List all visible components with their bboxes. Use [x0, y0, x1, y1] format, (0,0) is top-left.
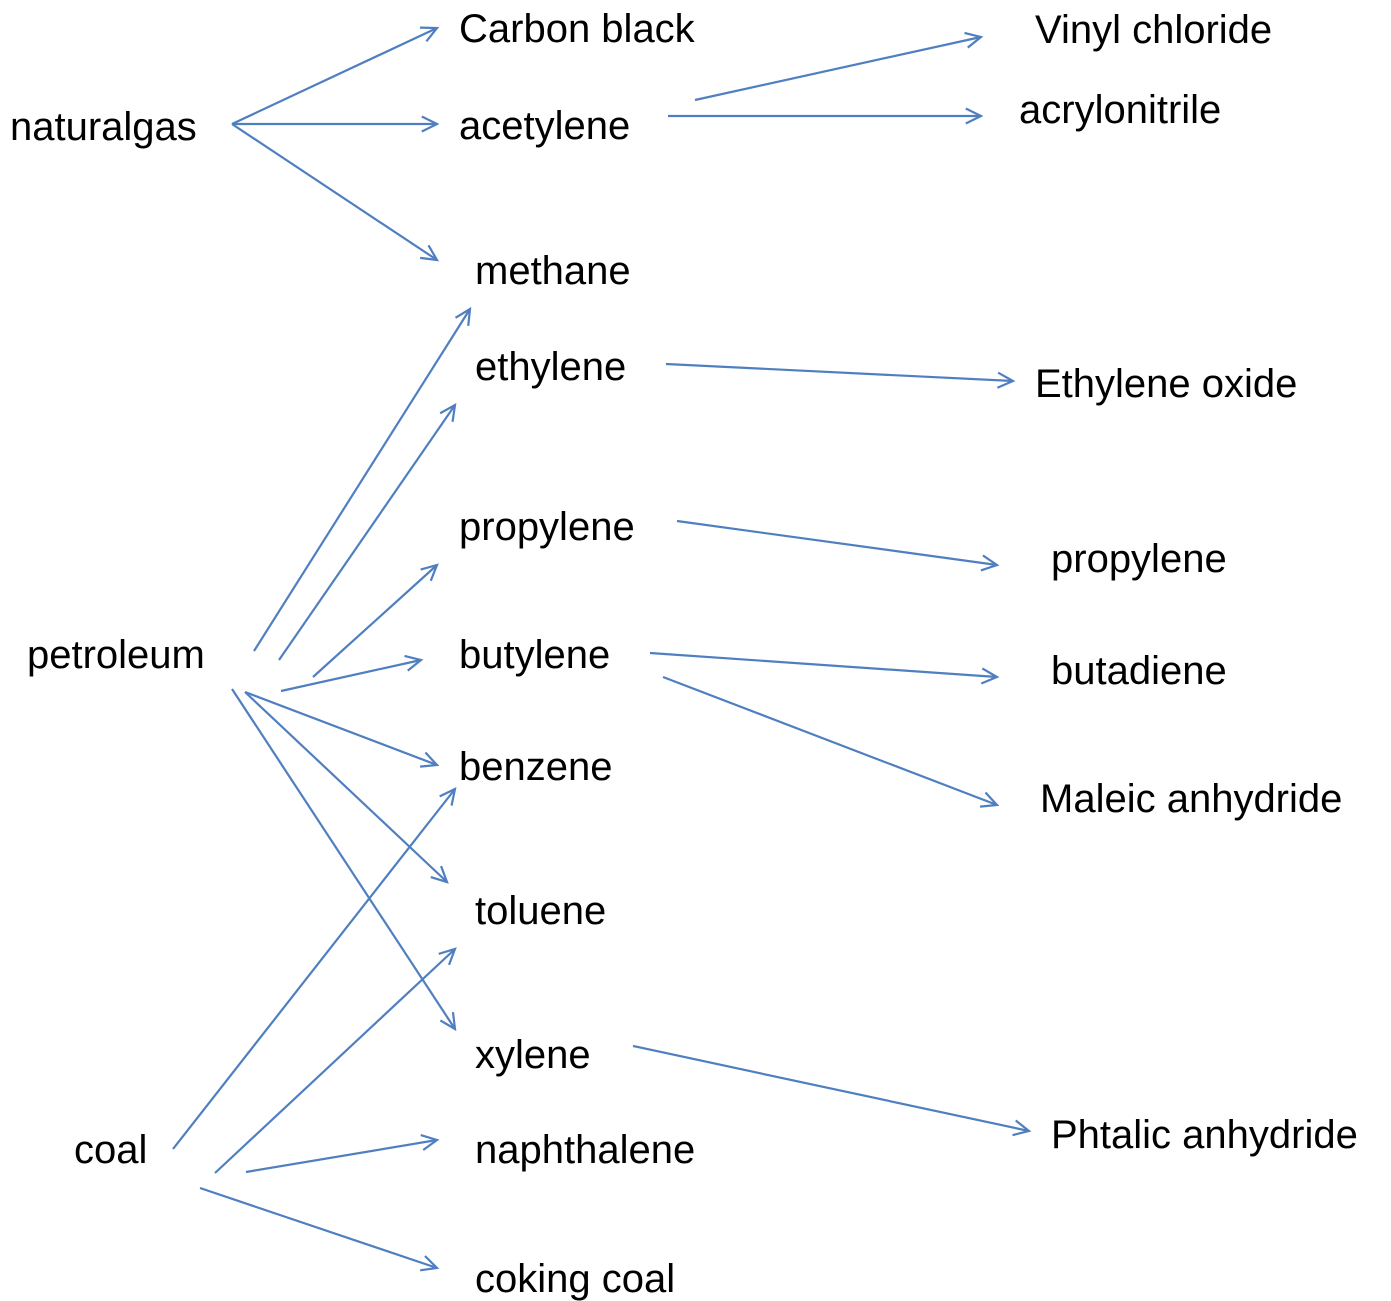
arrow-petroleum-to-propylene	[312, 563, 439, 678]
arrow-coal-to-benzene	[172, 787, 457, 1150]
arrow-petroleum-to-xylene	[231, 688, 457, 1032]
arrow-line	[231, 688, 456, 1030]
node-toluene: toluene	[475, 889, 606, 933]
arrow-line	[244, 690, 438, 767]
arrow-petroleum-to-benzene	[244, 690, 440, 768]
node-acrylonitrile: acrylonitrile	[1019, 88, 1221, 132]
arrow-line	[244, 691, 448, 883]
node-propylene-product: propylene	[1051, 537, 1227, 581]
arrow-line	[253, 308, 471, 652]
arrowhead-icon	[420, 1255, 440, 1272]
node-propylene: propylene	[459, 505, 635, 549]
arrow-line	[278, 404, 456, 661]
arrowhead-icon	[420, 563, 439, 582]
arrow-petroleum-to-toluene	[244, 691, 449, 884]
node-acetylene: acetylene	[459, 104, 630, 148]
arrowhead-icon	[404, 654, 424, 672]
arrow-ethylene-to-ethylene-oxide	[665, 362, 1016, 389]
node-naturalgas: naturalgas	[10, 105, 197, 149]
node-naphthalene: naphthalene	[475, 1128, 695, 1172]
arrowhead-icon	[965, 107, 984, 125]
arrowhead-icon	[439, 402, 457, 422]
arrowhead-icon	[419, 244, 440, 262]
arrowhead-icon	[420, 1134, 440, 1151]
arrow-line	[245, 1138, 438, 1174]
node-butadiene: butadiene	[1051, 649, 1227, 693]
arrow-petroleum-to-methane	[253, 306, 472, 652]
arrow-acetylene-to-acrylonitrile	[668, 107, 984, 125]
arrow-butylene-to-butadiene	[649, 651, 1000, 685]
node-petroleum: petroleum	[27, 633, 205, 677]
node-benzene: benzene	[459, 745, 612, 789]
arrowhead-icon	[421, 115, 440, 133]
arrowhead-icon	[439, 1011, 457, 1032]
arrowhead-icon	[419, 751, 440, 768]
node-carbon-black: Carbon black	[459, 7, 696, 51]
arrowhead-icon	[980, 667, 1000, 685]
arrowhead-icon	[454, 306, 472, 327]
arrow-naturalgas-to-acetylene	[232, 115, 440, 133]
arrow-coal-to-toluene	[214, 947, 457, 1174]
edges-layer	[172, 26, 1032, 1272]
arrowhead-icon	[996, 371, 1016, 389]
node-coal: coal	[74, 1128, 147, 1172]
arrow-line	[231, 27, 438, 125]
arrow-line	[676, 519, 998, 567]
arrow-line	[231, 123, 438, 261]
arrow-line	[199, 1186, 438, 1270]
node-phtalic-anhydride: Phtalic anhydride	[1051, 1113, 1358, 1157]
arrow-line	[649, 651, 998, 679]
arrow-coal-to-coking-coal	[199, 1186, 440, 1272]
arrow-line	[312, 564, 438, 678]
arrow-line	[694, 35, 982, 102]
arrow-line	[280, 658, 422, 693]
arrow-xylene-to-phtalic-anhydride	[632, 1044, 1032, 1137]
arrowhead-icon	[430, 865, 449, 884]
arrow-line	[172, 788, 456, 1150]
arrow-propylene-to-propylene-product	[676, 519, 1000, 572]
arrowhead-icon	[438, 947, 457, 966]
arrow-petroleum-to-butylene	[280, 654, 424, 693]
arrow-coal-to-naphthalene	[245, 1134, 440, 1174]
arrowhead-icon	[964, 31, 984, 49]
arrowhead-icon	[439, 787, 457, 806]
arrowhead-icon	[1012, 1119, 1032, 1137]
arrow-naturalgas-to-carbon-black	[231, 26, 440, 125]
arrow-petroleum-to-ethylene	[278, 402, 457, 661]
node-methane: methane	[475, 249, 631, 293]
arrow-naturalgas-to-methane	[231, 123, 440, 262]
arrow-line	[662, 675, 998, 807]
node-ethylene-oxide: Ethylene oxide	[1035, 362, 1297, 406]
node-vinyl-chloride: Vinyl chloride	[1035, 8, 1272, 52]
node-xylene: xylene	[475, 1033, 591, 1077]
node-maleic-anhydride: Maleic anhydride	[1040, 777, 1342, 821]
node-ethylene: ethylene	[475, 345, 626, 389]
node-butylene: butylene	[459, 633, 610, 677]
arrowhead-icon	[979, 791, 1000, 808]
arrow-line	[632, 1044, 1030, 1133]
arrow-acetylene-to-vinyl-chloride	[694, 31, 984, 102]
arrow-line	[665, 362, 1014, 383]
arrowhead-icon	[419, 26, 440, 42]
arrow-line	[214, 948, 456, 1174]
node-coking-coal: coking coal	[475, 1257, 675, 1301]
arrowhead-icon	[980, 554, 1000, 572]
arrow-butylene-to-maleic-anhydride	[662, 675, 1000, 808]
